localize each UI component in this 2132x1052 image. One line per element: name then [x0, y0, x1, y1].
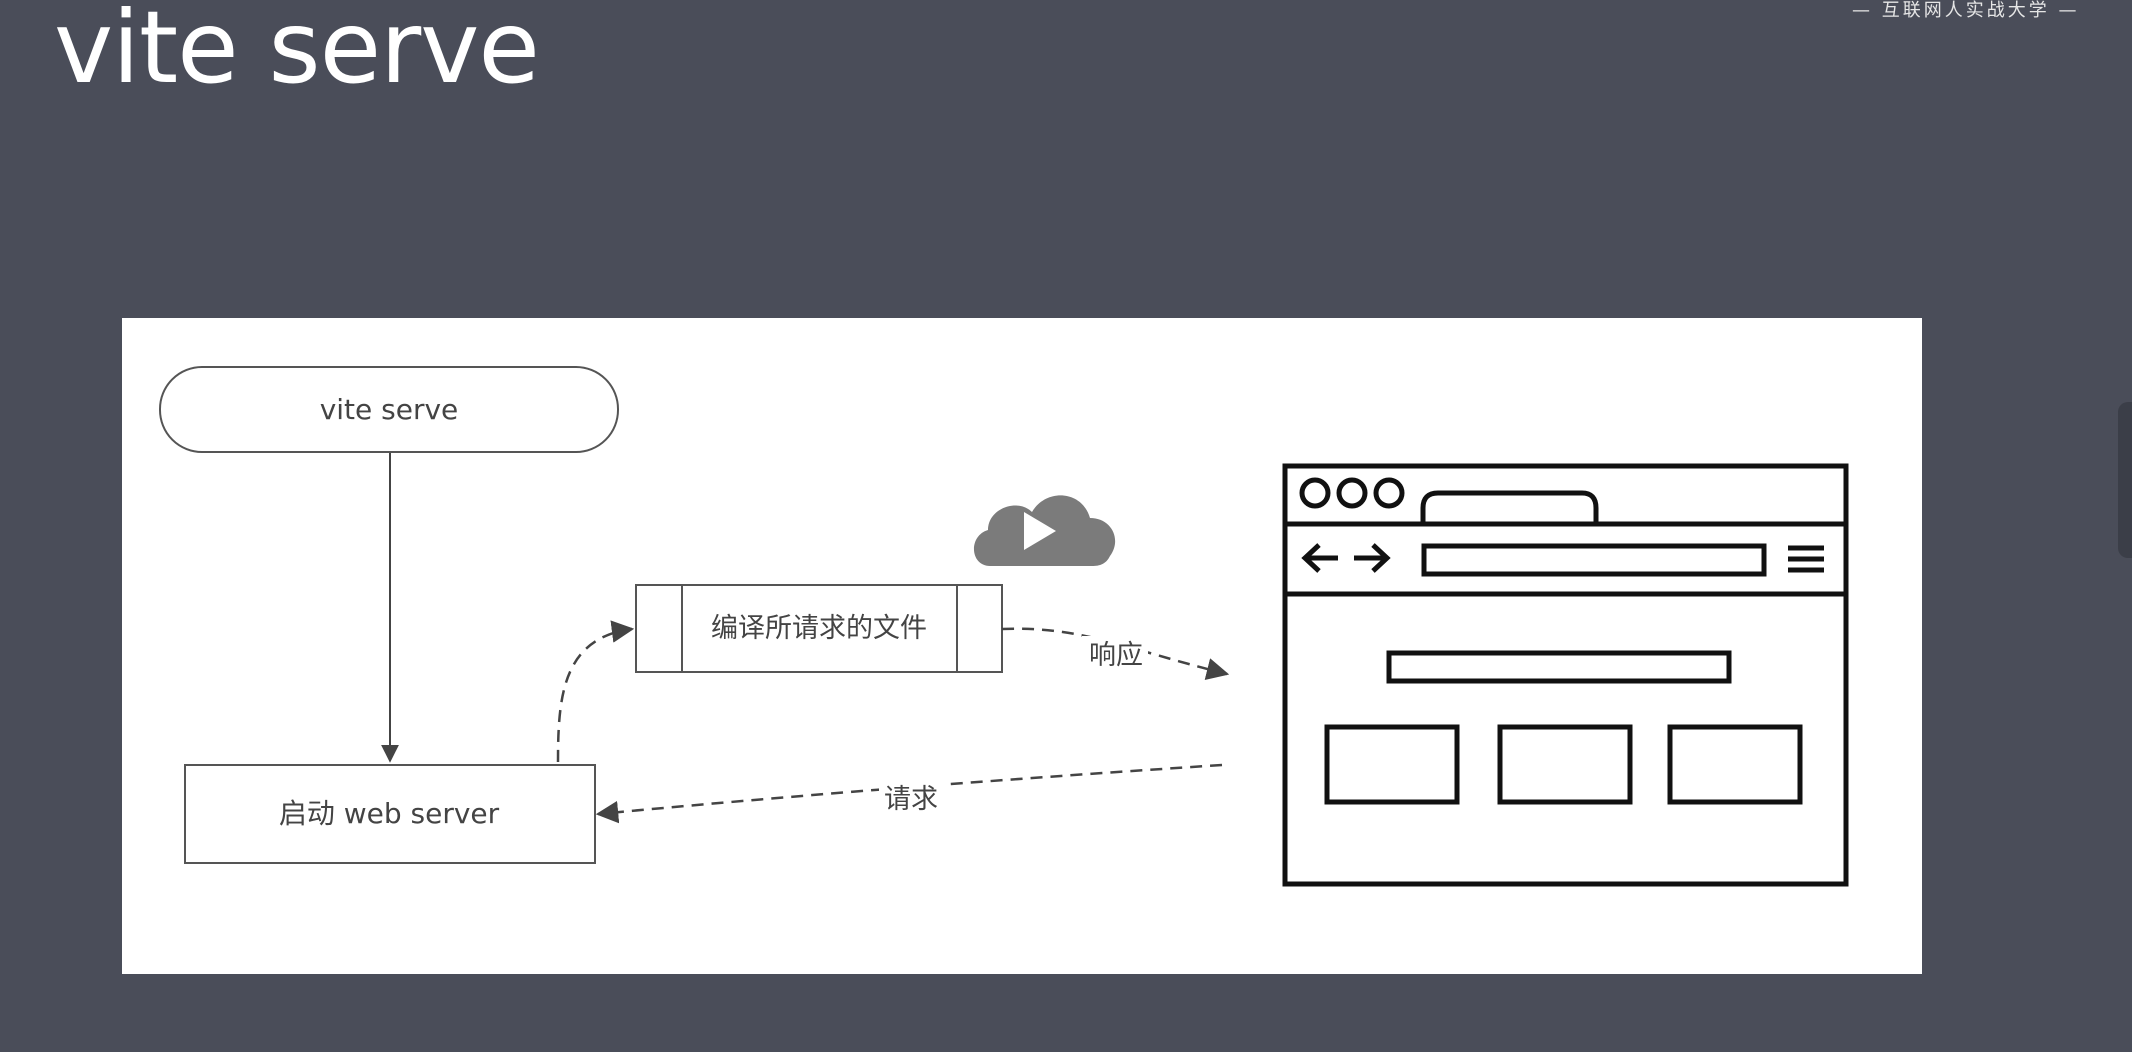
node-vite-serve-label: vite serve	[320, 393, 459, 426]
edge-response-label: 响应	[1089, 640, 1143, 671]
content-block-shape	[1324, 724, 1460, 805]
content-block-shape	[1667, 724, 1803, 805]
forward-arrow-icon	[1354, 543, 1391, 573]
hamburger-menu-icon	[1788, 545, 1824, 573]
browser-window-icon	[1282, 463, 1849, 887]
content-block-shape	[1497, 724, 1633, 805]
edge-response-label-bg	[1082, 636, 1148, 674]
slide-title: vite serve	[54, 0, 540, 106]
node-vite-serve: vite serve	[159, 366, 619, 453]
flow-diagram-canvas: vite serve 启动 web server 编译所请求的文件 响应	[159, 366, 1849, 887]
edge-server-to-compile	[556, 620, 635, 763]
node-web-server-label: 启动 web server	[279, 797, 500, 830]
brand-watermark: — 互联网人实战大学 —	[1852, 0, 2080, 21]
content-bar-shape	[1386, 650, 1732, 684]
edge-request-label: 请求	[884, 784, 938, 815]
flow-diagram: vite serve 启动 web server 编译所请求的文件 响应	[122, 318, 1922, 974]
cloud-play-icon[interactable]	[973, 495, 1116, 566]
edge-request-label-bg	[879, 778, 943, 816]
back-arrow-icon	[1301, 543, 1338, 573]
node-web-server: 启动 web server	[184, 764, 596, 864]
address-bar-shape	[1421, 543, 1767, 577]
side-panel-handle[interactable]	[2118, 402, 2132, 558]
node-compile-files-label: 编译所请求的文件	[711, 613, 927, 644]
node-compile-files: 编译所请求的文件	[635, 584, 1003, 673]
